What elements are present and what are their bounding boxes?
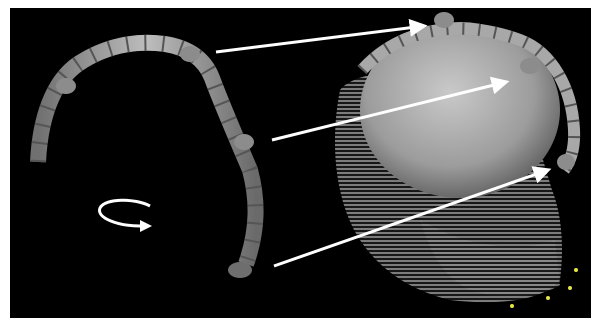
- skull-3d-model: [335, 12, 578, 308]
- rotation-icon: [100, 200, 152, 232]
- curved-implant-strip: [38, 43, 256, 278]
